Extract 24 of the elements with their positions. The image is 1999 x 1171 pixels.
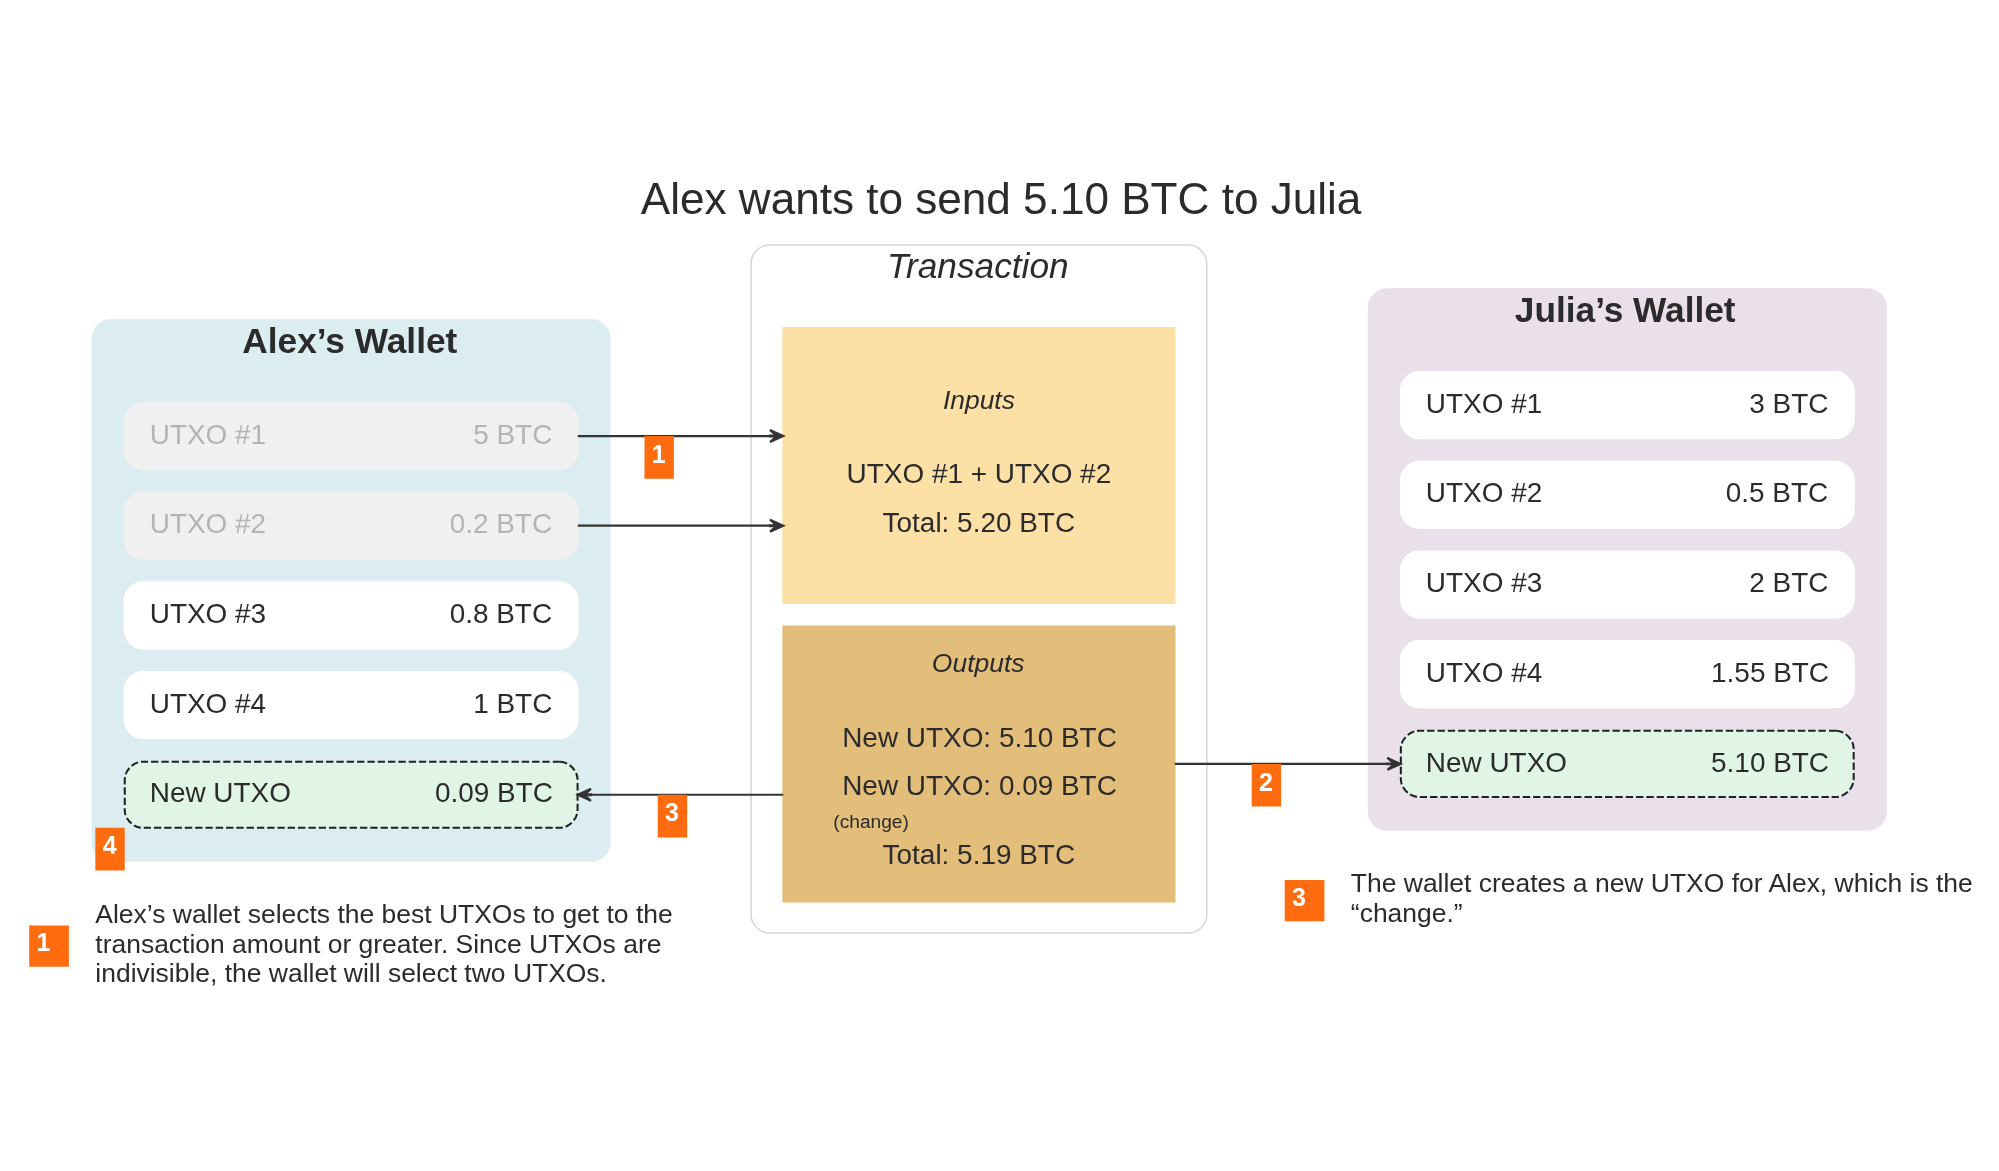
node-box: UTXO #2 0.2 BTC [123, 491, 579, 560]
arrow [576, 787, 784, 802]
label: The wallet creates a new UTXO for Alex, which is the “change.” [1350, 867, 1973, 928]
node-box: UTXO #3 2 BTC [1399, 549, 1855, 619]
node-box: UTXO #4 1.55 BTC [1399, 639, 1855, 708]
arrow [1174, 756, 1402, 771]
node-label: 4 [102, 830, 117, 859]
arrow [577, 428, 785, 443]
edge-label: 3 [665, 797, 680, 826]
edge-label: 1 [651, 439, 666, 468]
node-box: UTXO #2 0.5 BTC [1399, 460, 1855, 529]
label: Alex’s wallet selects the best UTXOs to get to the transaction amount or greater. Since UTXOs are indivisible, the wallet will select two UTXOs. [95, 898, 673, 988]
node-box: UTXO #1 3 BTC [1399, 370, 1855, 439]
label: 3 [1292, 882, 1306, 911]
node-box: UTXO #3 0.8 BTC [123, 580, 579, 649]
label: 1 [36, 927, 51, 956]
node-box: Inputs UTXO #1 + UTXO #2 Total: 5.20 BTC [782, 326, 1176, 604]
node-box: Outputs New UTXO: 5.10 BTC New UTXO: 0.09 BTC (change) Total: 5.19 BTC [782, 624, 1176, 902]
node-box: New UTXO 5.10 BTC [1399, 729, 1855, 798]
diagram-title: Alex wants to send 5.10 BTC to Julia [640, 173, 1362, 223]
node-box: UTXO #1 5 BTC [123, 401, 579, 470]
node-box: UTXO #4 1 BTC [123, 670, 579, 739]
arrow [577, 518, 785, 533]
edge-label: 2 [1259, 767, 1273, 795]
